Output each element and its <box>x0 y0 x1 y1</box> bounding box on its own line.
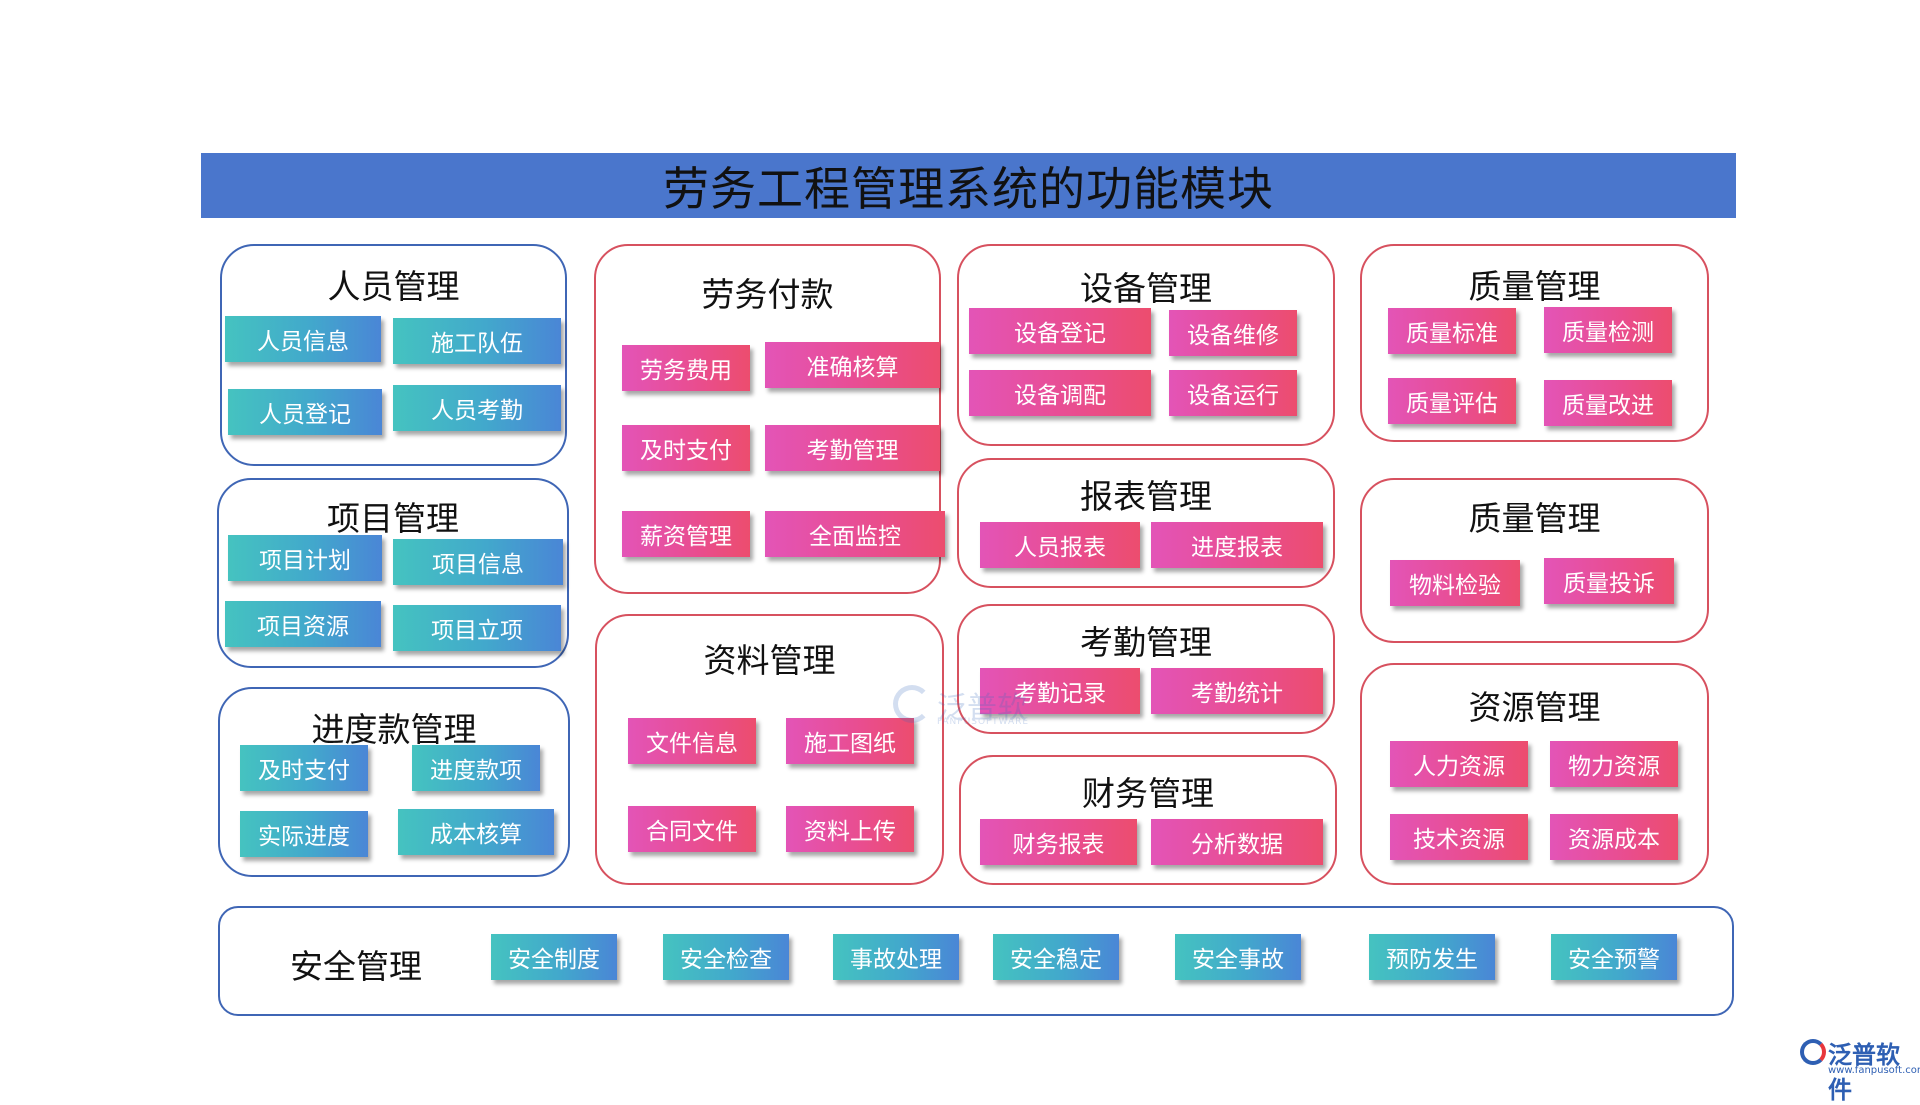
chip-attendance-record[interactable]: 考勤记录 <box>980 668 1140 714</box>
title-bar: 劳务工程管理系统的功能模块 <box>201 153 1736 218</box>
module-title: 财务管理 <box>1082 774 1214 813</box>
chip-quality-inspection[interactable]: 质量检测 <box>1544 307 1672 353</box>
chip-equipment-allocation[interactable]: 设备调配 <box>969 370 1151 416</box>
safety-module-title: 安全管理 <box>290 947 422 986</box>
chip-safety-system[interactable]: 安全制度 <box>491 934 617 980</box>
chip-equipment-operation[interactable]: 设备运行 <box>1169 370 1297 416</box>
chip-progress-payment-item[interactable]: 进度款项 <box>412 745 540 791</box>
chip-safety-inspection[interactable]: 安全检查 <box>663 934 789 980</box>
chip-human-resources[interactable]: 人力资源 <box>1390 741 1528 787</box>
chip-safety-warning[interactable]: 安全预警 <box>1551 934 1677 980</box>
chip-file-info[interactable]: 文件信息 <box>628 718 756 764</box>
module-title: 资料管理 <box>703 641 836 680</box>
chip-personnel-attendance[interactable]: 人员考勤 <box>393 385 561 431</box>
chip-personnel-report[interactable]: 人员报表 <box>980 522 1140 568</box>
module-title: 设备管理 <box>1080 269 1212 308</box>
chip-actual-progress[interactable]: 实际进度 <box>240 811 368 857</box>
module-title: 质量管理 <box>1468 267 1601 306</box>
chip-project-approval[interactable]: 项目立项 <box>393 605 561 651</box>
chip-timely-payment[interactable]: 及时支付 <box>622 425 750 471</box>
fanpu-logo-icon <box>893 685 931 723</box>
chip-progress-report[interactable]: 进度报表 <box>1151 522 1323 568</box>
chip-quality-evaluation[interactable]: 质量评估 <box>1388 378 1516 424</box>
chip-labor-cost[interactable]: 劳务费用 <box>622 345 750 391</box>
chip-accurate-accounting[interactable]: 准确核算 <box>765 342 940 388</box>
chip-quality-complaint[interactable]: 质量投诉 <box>1544 558 1674 604</box>
watermark-subtext: FANPUSOFTWARE <box>937 717 1030 727</box>
chip-full-monitoring[interactable]: 全面监控 <box>765 511 945 557</box>
page-title: 劳务工程管理系统的功能模块 <box>663 161 1274 216</box>
fanpu-logo-icon <box>1800 1039 1826 1065</box>
module-title: 资源管理 <box>1468 688 1601 727</box>
chip-document-upload[interactable]: 资料上传 <box>786 806 914 852</box>
chip-project-resources[interactable]: 项目资源 <box>225 601 381 647</box>
chip-safety-accident[interactable]: 安全事故 <box>1175 934 1301 980</box>
chip-attendance-management[interactable]: 考勤管理 <box>765 425 940 471</box>
chip-analysis-data[interactable]: 分析数据 <box>1151 819 1323 865</box>
module-title: 报表管理 <box>1080 477 1212 516</box>
chip-timely-payment[interactable]: 及时支付 <box>240 745 368 791</box>
chip-equipment-register[interactable]: 设备登记 <box>969 308 1151 354</box>
safety-module <box>218 906 1734 1016</box>
chip-finance-report[interactable]: 财务报表 <box>980 819 1137 865</box>
chip-accident-handling[interactable]: 事故处理 <box>833 934 959 980</box>
module-title: 劳务付款 <box>701 275 834 314</box>
chip-personnel-register[interactable]: 人员登记 <box>228 389 382 435</box>
module-title: 人员管理 <box>327 267 460 306</box>
logo-url: www.fanpusoft.com <box>1828 1065 1920 1076</box>
module-title: 项目管理 <box>327 499 459 538</box>
chip-equipment-repair[interactable]: 设备维修 <box>1169 310 1297 356</box>
watermark-text: 泛普软 <box>937 691 1027 726</box>
module-title: 考勤管理 <box>1080 623 1212 662</box>
chip-cost-accounting[interactable]: 成本核算 <box>398 809 554 855</box>
chip-material-inspection[interactable]: 物料检验 <box>1390 560 1520 606</box>
chip-salary-management[interactable]: 薪资管理 <box>622 511 750 557</box>
chip-attendance-statistics[interactable]: 考勤统计 <box>1151 668 1323 714</box>
watermark: 泛普软 FANPUSOFTWARE <box>893 681 1063 727</box>
chip-quality-improvement[interactable]: 质量改进 <box>1544 380 1672 426</box>
chip-safety-stability[interactable]: 安全稳定 <box>993 934 1119 980</box>
module-title: 进度款管理 <box>311 710 477 749</box>
chip-project-plan[interactable]: 项目计划 <box>228 535 382 581</box>
chip-personnel-info[interactable]: 人员信息 <box>225 316 381 362</box>
chip-technical-resources[interactable]: 技术资源 <box>1390 814 1528 860</box>
chip-quality-standard[interactable]: 质量标准 <box>1388 308 1516 354</box>
brand-logo: 泛普软件 www.fanpusoft.com <box>1800 1035 1920 1104</box>
chip-material-resources[interactable]: 物力资源 <box>1550 741 1678 787</box>
chip-project-info[interactable]: 项目信息 <box>393 539 563 585</box>
module-title: 质量管理 <box>1468 499 1601 538</box>
chip-prevention[interactable]: 预防发生 <box>1369 934 1495 980</box>
chip-resource-cost[interactable]: 资源成本 <box>1550 814 1678 860</box>
chip-construction-drawings[interactable]: 施工图纸 <box>786 718 914 764</box>
chip-construction-team[interactable]: 施工队伍 <box>393 318 561 364</box>
chip-contract-files[interactable]: 合同文件 <box>628 806 756 852</box>
